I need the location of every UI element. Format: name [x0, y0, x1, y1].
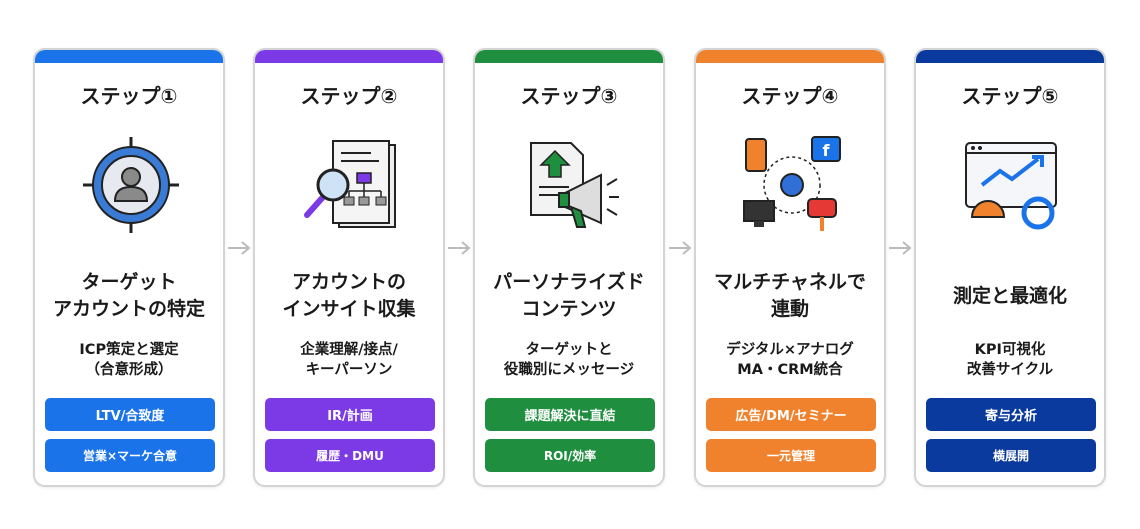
analytics-dashboard-icon: [965, 142, 1057, 230]
tag-pill: 履歴・DMU: [265, 439, 435, 472]
step-card-3: ステップ③ パーソナライズドコンテンツ ターゲットと役職別にメッセージ 課題解決…: [473, 48, 665, 487]
step-label: ステップ②: [300, 84, 398, 108]
title-line: インサイト収集: [282, 298, 416, 320]
megaphone-content-icon: [530, 142, 619, 228]
title-line: アカウントの特定: [52, 298, 205, 320]
title-line: アカウントの: [291, 271, 406, 293]
description-line: MA・CRM統合: [737, 362, 843, 378]
step-card-5: ステップ⑤ 測定と最適化 KPI可視化改善サイクル 寄与分析 横展開: [914, 48, 1106, 487]
step-color-bar: [696, 50, 884, 63]
tag-pill: 営業×マーケ合意: [45, 439, 215, 472]
tag-pill: 寄与分析: [926, 398, 1096, 431]
description-line: キーパーソン: [305, 362, 393, 378]
arrow-right-icon: [448, 241, 471, 255]
step-color-bar: [35, 50, 223, 63]
tag-pill: ROI/効率: [485, 439, 655, 472]
description-line: ICP策定と選定: [79, 342, 179, 358]
step-label: ステップ③: [520, 84, 618, 108]
title-line: ターゲット: [81, 271, 177, 293]
target-person-icon: [83, 137, 179, 233]
description-line: （合意形成）: [85, 362, 173, 378]
step-description: KPI可視化改善サイクル: [916, 340, 1104, 380]
arrow-right-icon: [228, 241, 251, 255]
description-line: 改善サイクル: [966, 362, 1054, 378]
tag-pill: IR/計画: [265, 398, 435, 431]
description-line: ターゲットと: [525, 342, 613, 358]
step-color-bar: [255, 50, 443, 63]
description-line: デジタル×アナログ: [726, 342, 854, 358]
tag-pill: 一元管理: [706, 439, 876, 472]
description-line: KPI可視化: [974, 342, 1046, 358]
title-line: コンテンツ: [521, 298, 617, 320]
step-color-bar: [916, 50, 1104, 63]
title-line: マルチチャネルで: [714, 271, 866, 293]
step-title: ターゲットアカウントの特定: [35, 268, 223, 324]
step-label: ステップ①: [80, 84, 178, 108]
step-description: 企業理解/接点/キーパーソン: [255, 340, 443, 380]
tag-pill: 広告/DM/セミナー: [706, 398, 876, 431]
step-title: 測定と最適化: [916, 268, 1104, 324]
tag-pill: 課題解決に直結: [485, 398, 655, 431]
tag-pill: LTV/合致度: [45, 398, 215, 431]
description-line: 企業理解/接点/: [300, 342, 398, 358]
document-search-icon: [304, 140, 396, 228]
step-title: パーソナライズドコンテンツ: [475, 268, 663, 324]
step-description: デジタル×アナログ MA・CRM統合: [696, 340, 884, 380]
step-card-2: ステップ② アカウントのインサイト収集 企業理解/接点/キーパーソン IR/計画…: [253, 48, 445, 487]
title-line: 測定と最適化: [952, 284, 1067, 307]
step-label: ステップ④: [741, 84, 839, 108]
description-line: 役職別にメッセージ: [503, 362, 635, 378]
title-line: パーソナライズド: [493, 271, 645, 293]
step-title: マルチチャネルで連動: [696, 268, 884, 324]
step-card-4: ステップ④ f マルチチャネルで連動 デジタル×アナログ MA・CRM統合 広告/…: [694, 48, 886, 487]
multichannel-icon: f: [743, 136, 841, 231]
step-label: ステップ⑤: [961, 84, 1059, 108]
title-line: 連動: [770, 298, 809, 320]
arrow-right-icon: [889, 241, 912, 255]
step-card-1: ステップ① ターゲットアカウントの特定 ICP策定と選定 （合意形成） LTV/合…: [33, 48, 225, 487]
step-title: アカウントのインサイト収集: [255, 268, 443, 324]
arrow-right-icon: [669, 241, 692, 255]
step-color-bar: [475, 50, 663, 63]
tag-pill: 横展開: [926, 439, 1096, 472]
step-description: ターゲットと役職別にメッセージ: [475, 340, 663, 380]
svg-text:f: f: [823, 141, 831, 160]
step-description: ICP策定と選定 （合意形成）: [35, 340, 223, 380]
